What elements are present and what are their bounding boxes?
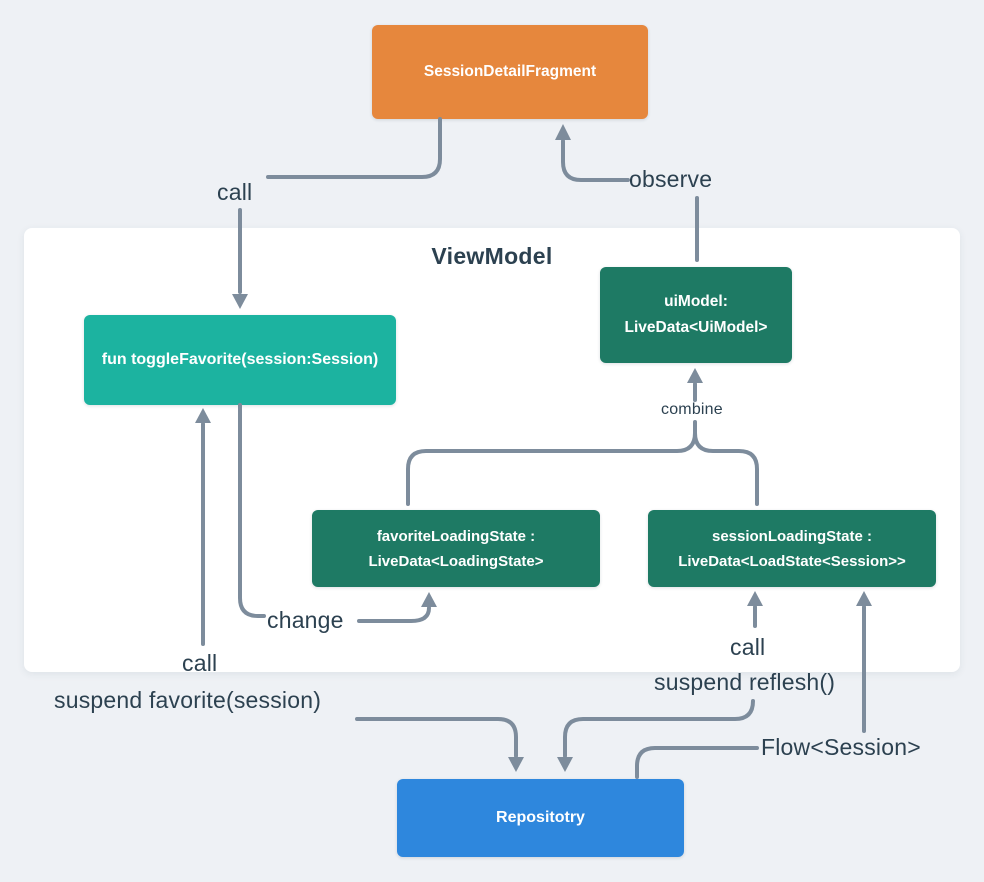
node-ui-model-line2: LiveData<UiModel>	[624, 319, 768, 336]
wire-suspend-favorite-to-repo	[355, 717, 518, 758]
node-session-detail-fragment: SessionDetailFragment	[372, 25, 648, 119]
node-session-loading-line2: LiveData<LoadState<Session>>	[678, 552, 906, 570]
viewmodel-title: ViewModel	[431, 243, 553, 269]
label-call-right: call	[730, 634, 766, 660]
node-session-loading-state: sessionLoadingState : LiveData<LoadState…	[648, 510, 936, 587]
node-toggle-favorite-label: fun toggleFavorite(session:Session)	[101, 351, 379, 368]
node-session-detail-fragment-label: SessionDetailFragment	[423, 63, 597, 80]
node-repository-label: Repositotry	[496, 809, 585, 826]
label-change: change	[267, 607, 344, 633]
label-observe: observe	[629, 166, 713, 192]
node-favorite-loading-line2: LiveData<LoadingState>	[368, 552, 544, 570]
node-repository: Repositotry	[397, 779, 684, 857]
label-suspend-reflesh: suspend reflesh()	[654, 669, 836, 695]
wire-call-top-horizontal	[266, 117, 442, 179]
wire-suspend-reflesh-to-repo	[563, 699, 755, 758]
node-ui-model: uiModel: LiveData<UiModel>	[600, 267, 792, 363]
node-session-loading-line1: sessionLoadingState :	[711, 527, 873, 545]
label-call-left: call	[182, 650, 218, 676]
arrowhead-into-fragment-bottom	[555, 124, 571, 140]
arrowhead-into-repo-middle	[557, 757, 573, 772]
viewmodel-container: ViewModel	[24, 228, 960, 672]
node-favorite-loading-state: favoriteLoadingState : LiveData<LoadingS…	[312, 510, 600, 587]
label-combine: combine	[661, 401, 723, 418]
wire-flow-from-repo	[635, 746, 759, 779]
label-suspend-favorite: suspend favorite(session)	[54, 687, 322, 713]
node-favorite-loading-line1: favoriteLoadingState :	[376, 527, 536, 545]
node-toggle-favorite: fun toggleFavorite(session:Session)	[84, 315, 396, 405]
label-call-top: call	[217, 179, 253, 205]
arrowhead-into-repo-left	[508, 757, 524, 772]
wire-observe-to-fragment	[561, 139, 630, 182]
label-flow-session: Flow<Session>	[761, 734, 921, 760]
node-ui-model-line1: uiModel:	[664, 293, 728, 310]
